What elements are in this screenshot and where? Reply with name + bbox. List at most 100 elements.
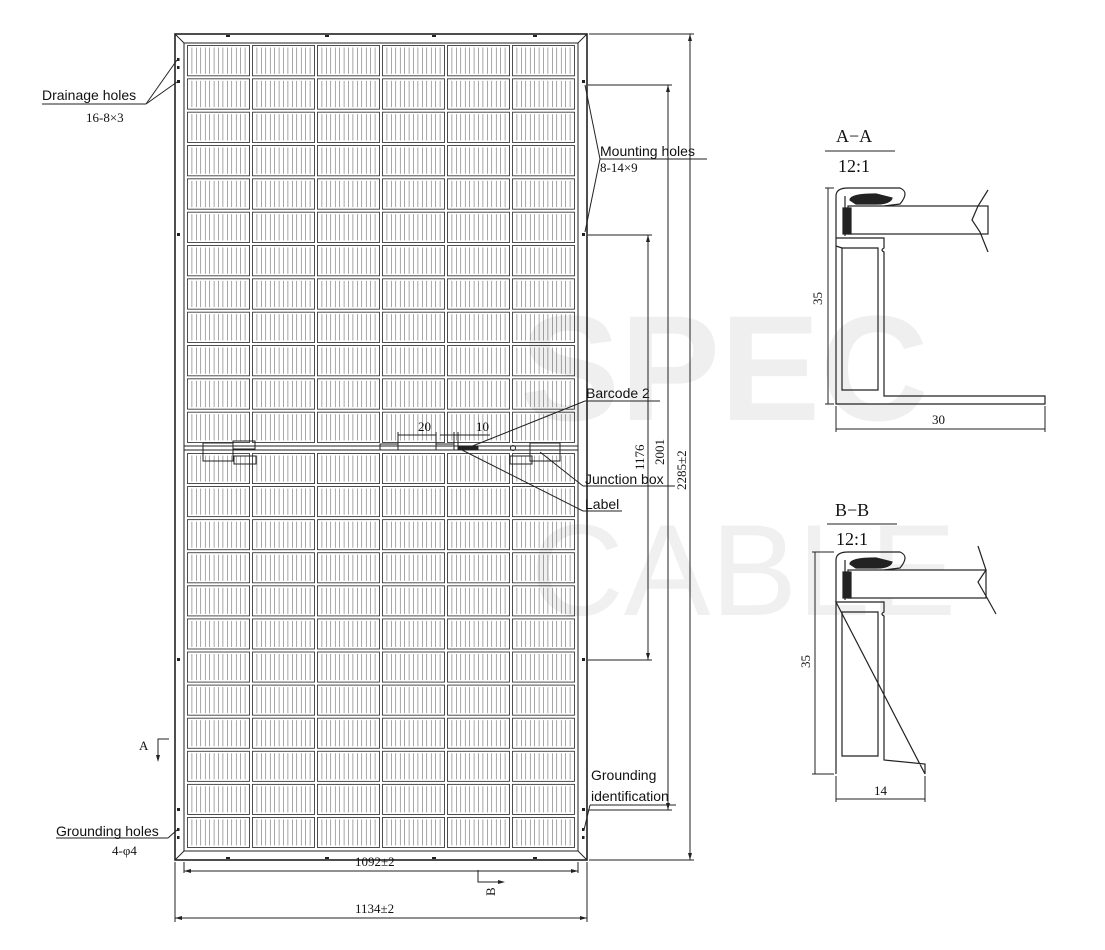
solar-cell <box>447 453 510 484</box>
solar-cell <box>382 585 445 617</box>
section-a-a: A−A 12:1 35 30 <box>810 126 1046 432</box>
solar-cell <box>512 717 575 749</box>
solar-cell <box>187 145 250 177</box>
solar-cell <box>512 78 575 110</box>
solar-cell <box>512 278 575 310</box>
solar-cell <box>252 585 315 617</box>
solar-cell <box>382 717 445 749</box>
solar-cell <box>512 378 575 410</box>
solar-cell <box>512 145 575 177</box>
solar-cell <box>447 552 510 584</box>
solar-cell <box>447 585 510 617</box>
solar-cell <box>187 817 250 848</box>
solar-cell <box>512 817 575 848</box>
solar-cell <box>252 486 315 518</box>
solar-cell <box>447 278 510 310</box>
dim-width-outer: 1134±2 <box>355 901 394 916</box>
solar-cell <box>252 178 315 210</box>
grounding-holes-label: Grounding holes <box>56 823 159 839</box>
solar-cell <box>447 519 510 551</box>
solar-cell <box>187 453 250 484</box>
solar-cell <box>447 78 510 110</box>
solar-cell <box>187 519 250 551</box>
dim-height-outer: 2285±2 <box>674 450 689 490</box>
solar-cell <box>382 684 445 716</box>
dim-gap-10: 10 <box>476 419 489 434</box>
solar-cell <box>252 717 315 749</box>
solar-cell <box>252 378 315 410</box>
solar-cell <box>317 585 380 617</box>
solar-cell <box>447 684 510 716</box>
solar-cell <box>382 651 445 683</box>
solar-cell <box>447 111 510 143</box>
solar-cell <box>382 378 445 410</box>
section-b-dims <box>812 551 926 802</box>
module-inner-frame <box>183 42 579 852</box>
solar-cell <box>317 717 380 749</box>
solar-cell <box>252 684 315 716</box>
solar-cell <box>187 486 250 518</box>
solar-cell <box>382 345 445 377</box>
solar-cell <box>512 211 575 243</box>
solar-cell <box>187 345 250 377</box>
solar-cell <box>252 411 315 443</box>
solar-cell <box>317 519 380 551</box>
solar-cell <box>382 750 445 782</box>
solar-cell <box>252 45 315 77</box>
mounting-holes-spec: 8-14×9 <box>600 160 638 175</box>
solar-cell <box>447 411 510 443</box>
solar-cell <box>187 378 250 410</box>
solar-cell <box>447 145 510 177</box>
solar-cell <box>317 684 380 716</box>
section-mark-arrows <box>156 755 505 884</box>
solar-cell <box>317 750 380 782</box>
section-a-title: A−A <box>836 126 872 146</box>
solar-cell <box>252 453 315 484</box>
solar-cell <box>382 311 445 343</box>
solar-cell <box>187 618 250 650</box>
solar-cell <box>512 45 575 77</box>
solar-cell <box>382 618 445 650</box>
solar-cell <box>447 245 510 277</box>
solar-cell <box>252 111 315 143</box>
solar-cell <box>447 178 510 210</box>
solar-cell <box>447 311 510 343</box>
module-outer-frame <box>174 33 588 861</box>
solar-cell <box>317 211 380 243</box>
cable-right <box>529 442 561 462</box>
solar-cell <box>382 783 445 815</box>
drainage-holes-spec: 16-8×3 <box>86 110 124 125</box>
solar-cell <box>512 111 575 143</box>
solar-cell <box>317 345 380 377</box>
solar-cell <box>317 178 380 210</box>
solar-cell <box>187 45 250 77</box>
section-b-laminate <box>847 569 987 599</box>
solar-cell <box>382 111 445 143</box>
dim-height-inner: 1176 <box>632 444 647 470</box>
solar-cell <box>512 684 575 716</box>
grounding-identification-label-2: identification <box>591 788 669 804</box>
solar-cell <box>187 783 250 815</box>
barcode-label: Barcode 2 <box>586 385 650 401</box>
solar-cell <box>317 651 380 683</box>
label-mark <box>510 445 516 451</box>
solar-cell <box>252 345 315 377</box>
solar-cell <box>512 453 575 484</box>
solar-cell <box>512 486 575 518</box>
section-b-profile <box>835 545 997 775</box>
grounding-identification-label-1: Grounding <box>591 767 656 783</box>
solar-cell <box>187 278 250 310</box>
solar-cell <box>382 245 445 277</box>
dimension-lines <box>174 33 694 922</box>
solar-cell <box>447 211 510 243</box>
solar-cell <box>252 78 315 110</box>
section-mark-b: B <box>483 887 498 896</box>
solar-cell <box>187 111 250 143</box>
junction-box-strip <box>184 440 578 465</box>
section-a-profile <box>835 187 1046 405</box>
callout-leaders <box>42 59 707 839</box>
solar-cell <box>252 552 315 584</box>
solar-cell <box>317 111 380 143</box>
section-b-scale: 12:1 <box>836 529 868 549</box>
